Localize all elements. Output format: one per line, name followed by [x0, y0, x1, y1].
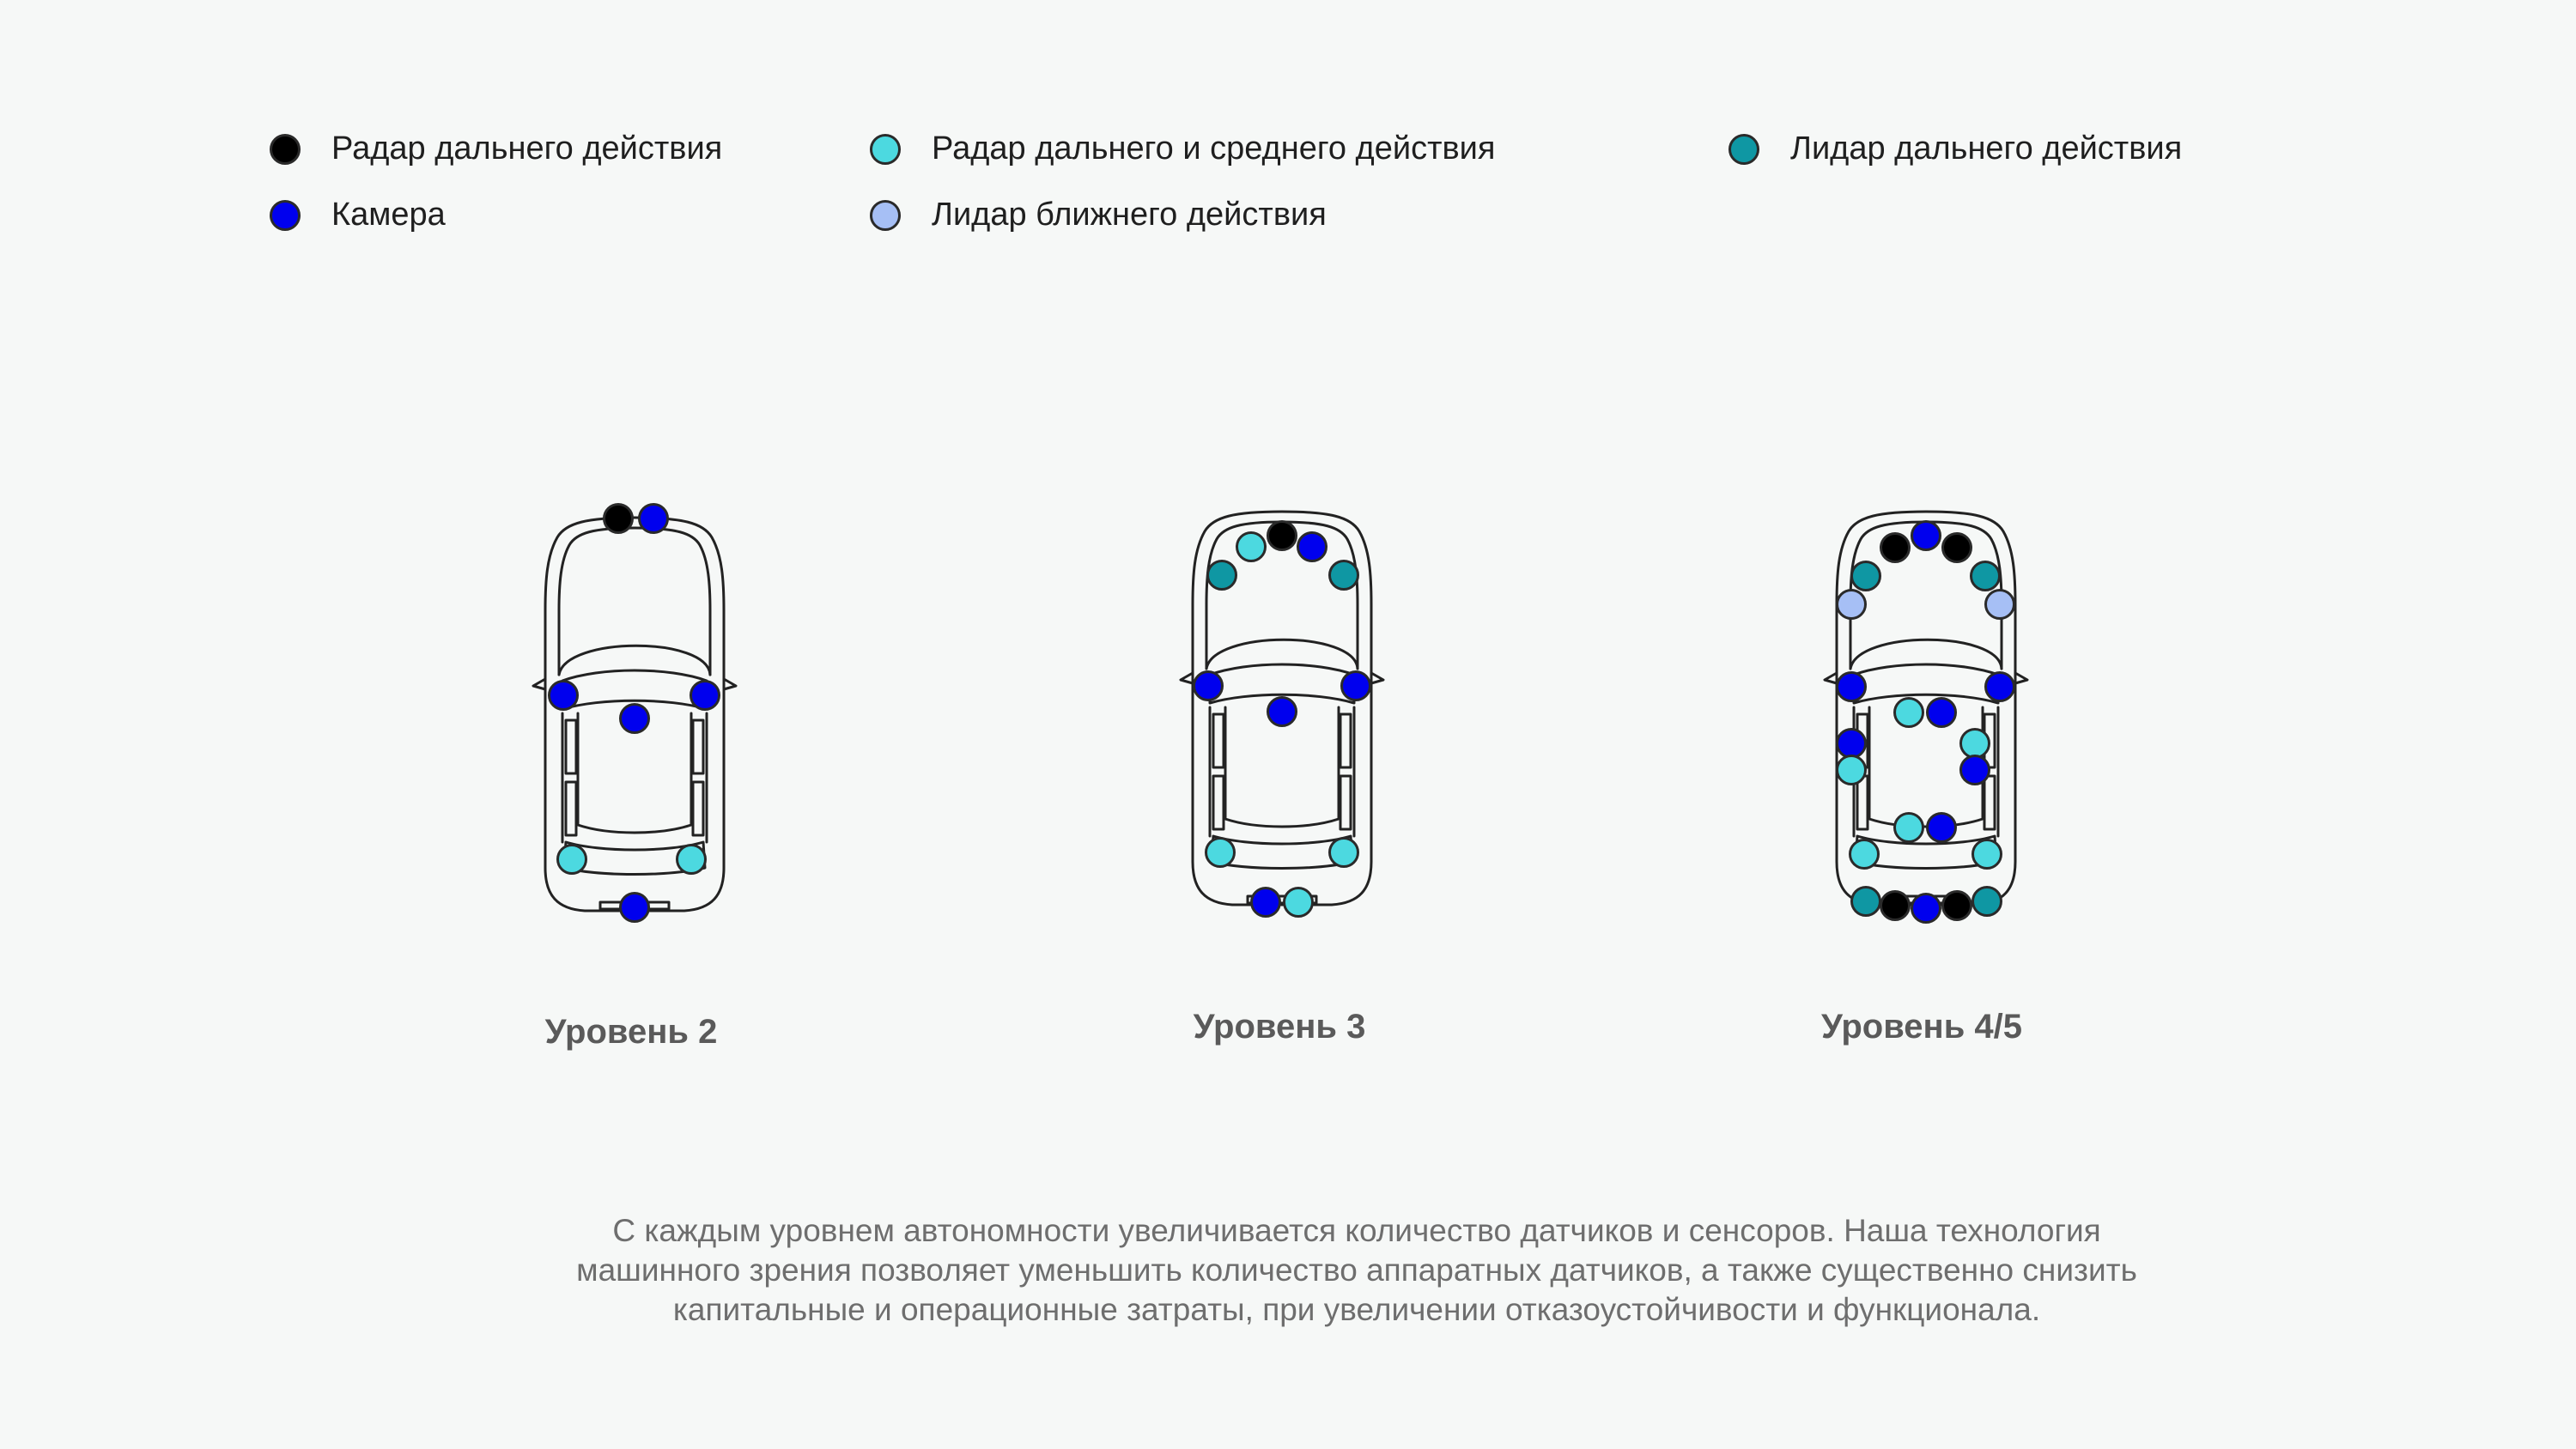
long-mid-range-radar-dot — [870, 133, 901, 165]
long-range-lidar-sensor — [1971, 886, 2002, 917]
camera-dot — [270, 199, 301, 231]
long-mid-range-radar-sensor — [1893, 697, 1924, 728]
long-mid-range-radar-sensor — [1849, 839, 1880, 870]
long-mid-range-radar-sensor — [1205, 837, 1236, 868]
camera-sensor — [1911, 520, 1941, 551]
car-level-4-5 — [1797, 493, 2055, 924]
long-range-lidar-dot — [1728, 133, 1759, 165]
description-paragraph: С каждым уровнем автономности увеличивае… — [429, 1211, 2284, 1330]
description-line: С каждым уровнем автономности увеличивае… — [612, 1213, 2101, 1248]
long-mid-range-radar-sensor — [556, 844, 587, 875]
long-mid-range-radar-sensor — [1836, 755, 1867, 785]
car-outline — [1179, 510, 1385, 906]
legend-item-camera: Камера — [270, 197, 446, 233]
long-range-lidar-sensor — [1328, 560, 1359, 591]
long-range-radar-sensor — [1941, 532, 1972, 563]
long-range-lidar-sensor — [1850, 561, 1881, 591]
camera-sensor — [1959, 755, 1990, 785]
long-mid-range-radar-sensor — [1328, 837, 1359, 868]
camera-sensor — [1926, 812, 1957, 843]
legend-item-long-range-radar: Радар дальнего действия — [270, 130, 722, 167]
long-range-radar-sensor — [1880, 532, 1911, 563]
long-mid-range-radar-sensor — [1283, 887, 1314, 918]
level-label: Уровень 4/5 — [1820, 1008, 2023, 1046]
camera-sensor — [1267, 696, 1297, 727]
camera-sensor — [1836, 728, 1867, 759]
description-line: капитальные и операционные затраты, при … — [672, 1292, 2041, 1327]
long-mid-range-radar-sensor — [1971, 839, 2002, 870]
camera-sensor — [1984, 671, 2015, 702]
camera-sensor — [1340, 670, 1371, 701]
long-range-radar-sensor — [1267, 520, 1297, 551]
camera-sensor — [619, 892, 650, 923]
long-mid-range-radar-sensor — [676, 844, 707, 875]
camera-sensor — [619, 703, 650, 734]
legend-label: Лидар ближнего действия — [932, 197, 1327, 233]
car-level-2 — [506, 499, 763, 928]
camera-sensor — [548, 680, 579, 711]
car-level-3 — [1153, 493, 1411, 922]
camera-sensor — [1926, 697, 1957, 728]
legend-label: Радар дальнего действия — [331, 130, 723, 167]
long-mid-range-radar-sensor — [1893, 812, 1924, 843]
legend-item-long-mid-range-radar: Радар дальнего и среднего действия — [870, 130, 1495, 167]
legend-label: Камера — [331, 197, 446, 233]
long-range-lidar-sensor — [1970, 561, 2001, 591]
long-range-lidar-sensor — [1206, 560, 1237, 591]
legend-label: Радар дальнего и среднего действия — [932, 130, 1496, 167]
description-line: машинного зрения позволяет уменьшить кол… — [576, 1252, 2137, 1288]
camera-sensor — [1911, 893, 1941, 924]
legend-item-long-range-lidar: Лидар дальнего действия — [1728, 130, 2182, 167]
short-range-lidar-sensor — [1984, 589, 2015, 620]
camera-sensor — [638, 503, 669, 534]
legend-item-short-range-lidar: Лидар ближнего действия — [870, 197, 1327, 233]
legend-label: Лидар дальнего действия — [1790, 130, 2183, 167]
short-range-lidar-dot — [870, 199, 901, 231]
camera-sensor — [690, 680, 720, 711]
camera-sensor — [1297, 531, 1327, 562]
level-label: Уровень 2 — [544, 1013, 718, 1051]
level-label: Уровень 3 — [1193, 1008, 1366, 1046]
long-range-radar-sensor — [603, 503, 634, 534]
camera-sensor — [1250, 887, 1281, 918]
long-range-lidar-sensor — [1850, 886, 1881, 917]
long-range-radar-sensor — [1880, 890, 1911, 921]
long-mid-range-radar-sensor — [1236, 531, 1267, 562]
camera-sensor — [1193, 670, 1224, 701]
long-range-radar-dot — [270, 133, 301, 165]
long-range-radar-sensor — [1941, 890, 1972, 921]
camera-sensor — [1836, 671, 1867, 702]
short-range-lidar-sensor — [1836, 589, 1867, 620]
